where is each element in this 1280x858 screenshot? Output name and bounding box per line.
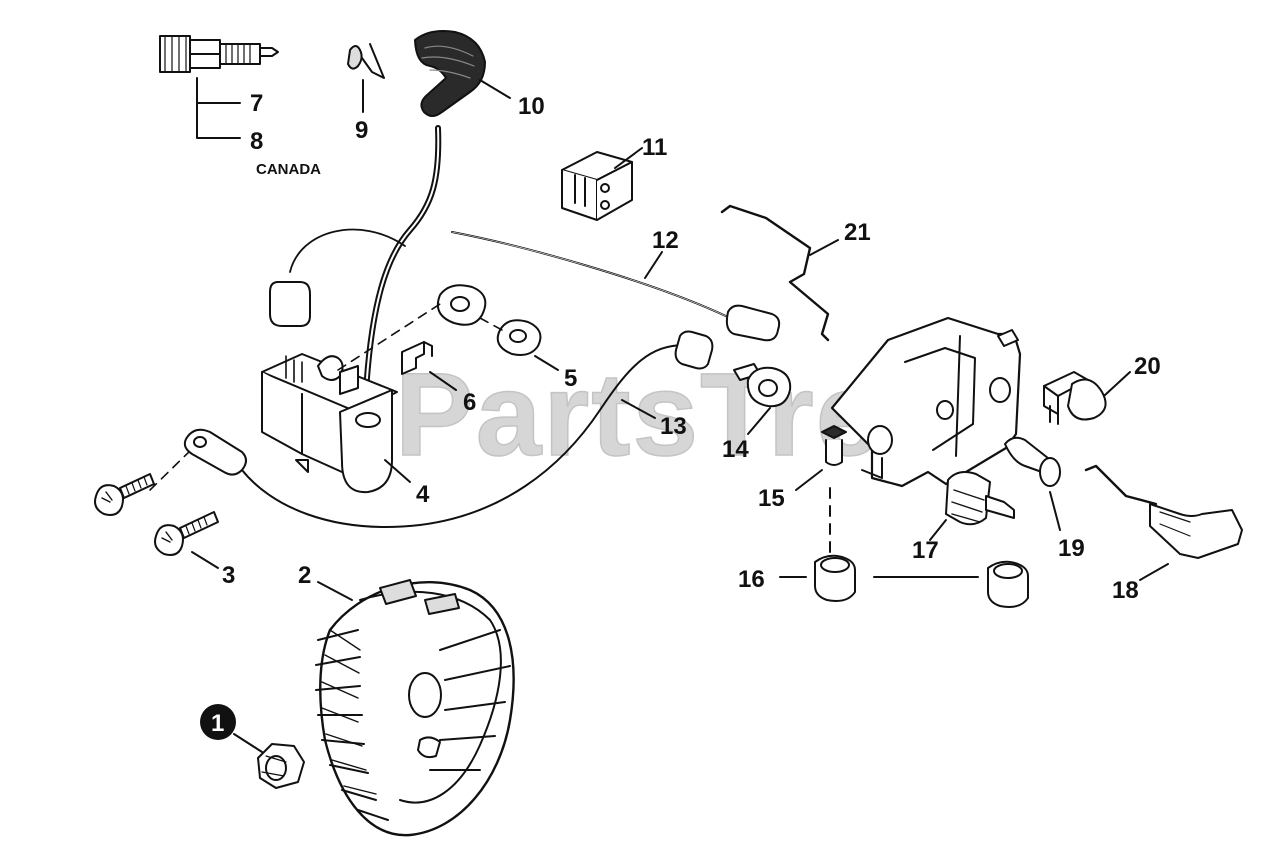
leader-15 (795, 469, 823, 491)
callout-21[interactable]: 21 (844, 219, 871, 246)
leader-7-8 (196, 77, 241, 139)
leader-3 (191, 551, 219, 569)
callout-1-circle (200, 704, 236, 740)
leader-5 (534, 355, 559, 371)
stop-pin (821, 425, 847, 466)
callout-6[interactable]: 6 (463, 389, 476, 416)
callout-9[interactable]: 9 (355, 117, 368, 144)
dash-line-spacers (479, 317, 503, 331)
callout-13[interactable]: 13 (660, 413, 687, 440)
ignition-coil (261, 353, 398, 494)
dash-line-coil-spacer (337, 303, 441, 371)
leader-2 (317, 581, 353, 601)
callout-14[interactable]: 14 (722, 436, 749, 463)
callout-1[interactable]: 1 (211, 710, 224, 737)
ground-wire-12 (451, 231, 731, 319)
spacer-large (436, 284, 487, 326)
bushing-left (814, 554, 856, 602)
callout-3[interactable]: 3 (222, 562, 235, 589)
callout-4[interactable]: 4 (416, 481, 430, 508)
callout-16[interactable]: 16 (738, 566, 765, 593)
callout-15[interactable]: 15 (758, 485, 785, 512)
dash-line-screw (149, 444, 197, 491)
leader-1 (233, 733, 263, 753)
leader-12 (644, 251, 663, 279)
bushing-right (987, 560, 1029, 608)
grommet-block (561, 151, 633, 221)
spacer-small (496, 319, 542, 356)
spark-plug-boot (414, 30, 486, 117)
callout-12[interactable]: 12 (652, 227, 679, 254)
leader-21 (809, 239, 839, 256)
spark-plug (159, 35, 279, 73)
leader-20 (1104, 371, 1131, 396)
terminal-clip (401, 341, 433, 375)
flywheel-nut (257, 743, 305, 789)
coil-lead-loop (289, 228, 406, 273)
switch-bracket (830, 316, 1022, 488)
choke-rod (1084, 464, 1243, 559)
screw-upper (94, 473, 155, 516)
spring-clip (347, 43, 385, 79)
leader-10 (479, 79, 511, 99)
leader-19 (1049, 491, 1061, 531)
ring-terminal (183, 428, 247, 476)
leader-13 (621, 399, 656, 419)
leader-18 (1139, 563, 1169, 581)
stop-switch (945, 471, 1015, 526)
callout-11[interactable]: 11 (642, 134, 667, 161)
leader-6 (429, 371, 457, 391)
terminal-12 (725, 304, 781, 342)
callout-19[interactable]: 19 (1058, 535, 1085, 562)
ground-wire-13 (241, 344, 686, 528)
terminal-ring-14 (733, 363, 792, 408)
callout-5[interactable]: 5 (564, 365, 577, 392)
primer-bulb (1043, 371, 1107, 425)
callout-7[interactable]: 7 (250, 90, 263, 117)
callout-17[interactable]: 17 (912, 537, 939, 564)
callout-8[interactable]: 8 (250, 128, 263, 155)
callout-10[interactable]: 10 (518, 93, 545, 120)
flywheel (315, 579, 515, 837)
throttle-rod (720, 204, 830, 342)
callout-20[interactable]: 20 (1134, 353, 1161, 380)
callout-2[interactable]: 2 (298, 562, 311, 589)
leader-14 (747, 407, 771, 435)
leader-4 (384, 459, 411, 483)
leader-11 (614, 147, 643, 169)
screw-lower (154, 511, 219, 556)
leader-17 (929, 519, 947, 541)
primer-sleeve (1004, 436, 1061, 487)
callout-18[interactable]: 18 (1112, 577, 1139, 604)
coil-terminal (269, 281, 311, 327)
terminal-13 (674, 330, 714, 370)
canada-note: CANADA (256, 161, 321, 178)
